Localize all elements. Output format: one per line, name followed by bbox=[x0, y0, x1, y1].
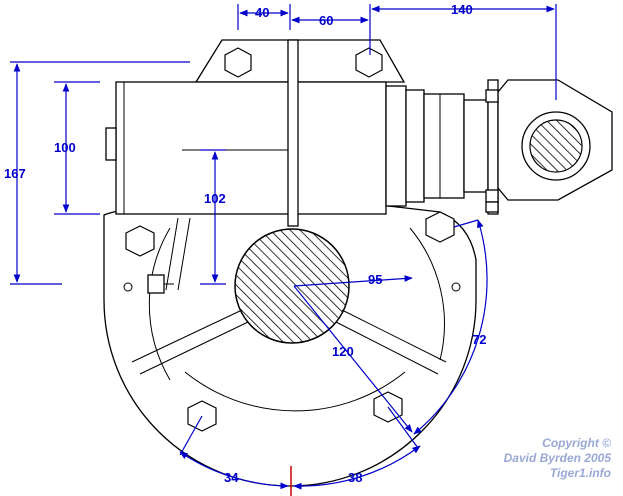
stepped-shaft bbox=[385, 79, 499, 215]
copyright-line-2: David Byrden 2005 bbox=[503, 451, 611, 465]
dim-label-34: 34 bbox=[224, 470, 239, 485]
shaft-nut-top bbox=[485, 89, 499, 103]
right-shaft bbox=[529, 119, 583, 173]
copyright-line-1: Copyright © bbox=[542, 436, 611, 450]
dim-line-95 bbox=[293, 275, 413, 287]
dim-label-100: 100 bbox=[54, 140, 76, 155]
dim-label-60: 60 bbox=[319, 13, 333, 28]
dim-line-120 bbox=[293, 285, 413, 433]
central-shaft bbox=[234, 228, 350, 344]
dimension-lines bbox=[10, 4, 557, 496]
dim-arc-34 bbox=[179, 451, 289, 490]
shaft-nut-mid bbox=[485, 189, 499, 203]
hex-nut-top-right bbox=[355, 47, 383, 78]
hex-nut-top-left bbox=[224, 47, 252, 78]
spoke-left bbox=[131, 309, 249, 375]
vertical-web bbox=[287, 39, 299, 227]
shaft-nut-low bbox=[485, 201, 499, 213]
dim-label-38: 38 bbox=[348, 470, 362, 485]
inner-housing-arc bbox=[148, 227, 171, 381]
left-bolt bbox=[147, 274, 165, 294]
dim-label-102: 102 bbox=[204, 191, 226, 206]
dim-label-40: 40 bbox=[255, 5, 269, 20]
hex-nut-left bbox=[125, 225, 155, 257]
dimension-labels: 40 60 140 167 100 102 95 120 72 34 38 bbox=[4, 2, 486, 485]
dim-label-95: 95 bbox=[368, 272, 382, 287]
hex-nut-right bbox=[425, 211, 455, 243]
dim-label-120: 120 bbox=[332, 344, 354, 359]
copyright-line-3: Tiger1.info bbox=[549, 466, 611, 480]
dim-label-72: 72 bbox=[472, 332, 486, 347]
side-tab bbox=[105, 127, 117, 161]
spoke-upper-left bbox=[165, 217, 191, 291]
bolt-hole-left bbox=[123, 282, 133, 292]
main-box bbox=[115, 81, 387, 215]
dim-arc-72 bbox=[413, 219, 488, 435]
dim-arc-38 bbox=[293, 445, 421, 490]
dim-label-140: 140 bbox=[451, 2, 473, 17]
dim-label-167: 167 bbox=[4, 166, 26, 181]
housing bbox=[103, 39, 613, 487]
copyright-notice: Copyright © David Byrden 2005 Tiger1.inf… bbox=[451, 436, 611, 481]
